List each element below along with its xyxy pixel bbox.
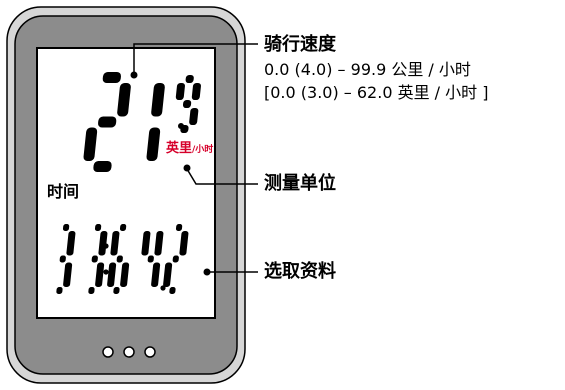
segment-b <box>117 83 131 117</box>
segment-g <box>172 255 179 263</box>
segment-b <box>154 231 164 256</box>
segment-e <box>107 262 117 287</box>
segment-f <box>175 83 185 100</box>
segment-b <box>191 83 201 100</box>
segment-b <box>151 83 165 117</box>
data-digit-5 <box>163 224 189 294</box>
segment-g <box>182 100 192 108</box>
segment-d <box>56 287 63 294</box>
time-label: 时间 <box>47 182 80 201</box>
callout-lines <box>133 43 258 273</box>
speed-callout-dot <box>130 71 138 79</box>
unit-callout-title: 测量单位 <box>264 173 336 194</box>
speed-range-imperial: [0.0 (3.0) – 62.0 英里 / 小时 ] <box>264 83 489 102</box>
segment-a <box>175 224 183 231</box>
segment-g <box>147 255 154 263</box>
segment-g <box>91 255 98 263</box>
speed-digits <box>83 72 201 172</box>
segment-g <box>116 255 123 263</box>
segment-d <box>169 287 176 294</box>
callout-dots <box>130 71 211 276</box>
data-digit-3 <box>107 224 130 294</box>
speed-range-metric: 0.0 (4.0) – 99.9 公里 / 小时 <box>264 60 471 79</box>
data-colon-bottom <box>103 269 109 275</box>
speed-digit-2 <box>146 83 165 161</box>
segment-d <box>88 287 95 294</box>
segment-c <box>95 262 105 287</box>
segment-c <box>151 262 161 287</box>
unit-callout-dot <box>183 164 191 172</box>
segment-a <box>102 72 121 83</box>
segment-a <box>185 75 194 83</box>
unit-callout-line <box>186 168 258 185</box>
device-button-right[interactable] <box>144 346 156 358</box>
speed-digit-1 <box>83 72 131 172</box>
segment-a <box>94 224 102 231</box>
unit-label-mph: 英里/小时 <box>166 137 213 156</box>
segment-a <box>119 224 127 231</box>
segment-b <box>98 231 108 256</box>
speed-callout-title: 骑行速度 <box>264 34 336 55</box>
data-decimal-point <box>160 285 166 291</box>
segment-e <box>163 262 173 287</box>
segment-f <box>141 231 151 256</box>
segment-b <box>66 231 76 256</box>
data-callout-title: 选取资料 <box>264 261 336 282</box>
segment-a <box>62 224 70 231</box>
speed-decimal-digit <box>175 75 201 133</box>
segment-g <box>98 116 117 128</box>
segment-f <box>110 231 120 256</box>
segment-d <box>180 125 189 133</box>
segment-c <box>146 127 161 161</box>
segment-c <box>120 262 130 287</box>
segment-c <box>189 108 199 125</box>
segment-d <box>113 287 120 294</box>
segment-d <box>93 161 112 172</box>
data-digit-1 <box>56 224 76 294</box>
data-callout-dot <box>203 268 211 276</box>
device-button-center[interactable] <box>123 346 135 358</box>
device-button-left[interactable] <box>102 346 114 358</box>
speed-callout-line <box>133 43 258 73</box>
segment-e <box>83 127 98 161</box>
segment-c <box>63 262 73 287</box>
data-digit-2 <box>88 224 108 294</box>
data-digits <box>56 224 189 294</box>
unit-secondary: /小时 <box>192 145 214 155</box>
data-digit-4 <box>141 231 164 287</box>
segment-b <box>179 231 189 256</box>
segment-g <box>59 255 66 263</box>
unit-primary: 英里 <box>166 141 193 156</box>
